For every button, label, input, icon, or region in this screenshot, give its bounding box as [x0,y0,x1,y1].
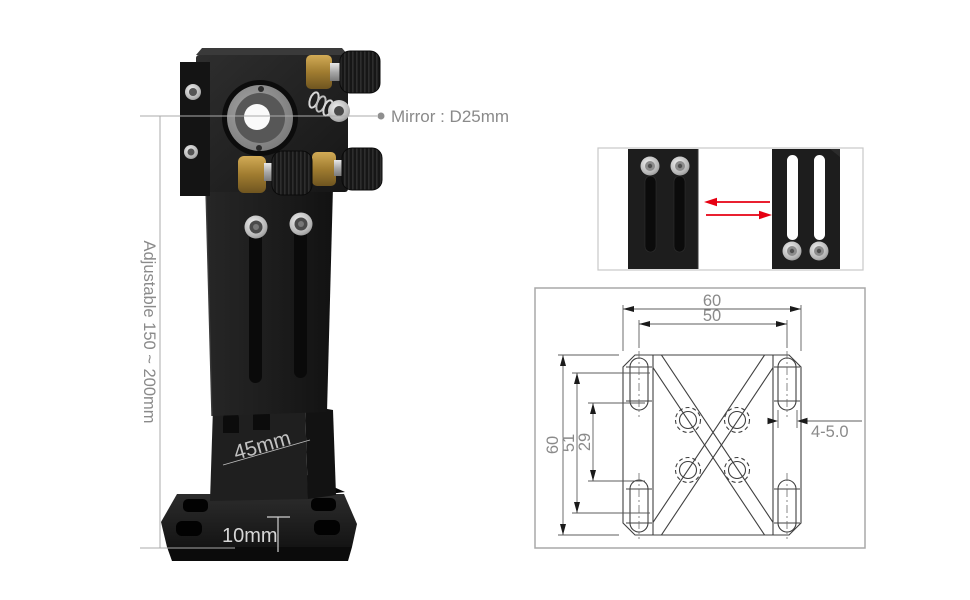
adjustable-label: Adjustable 150 ~ 200mm [140,241,158,424]
mount-column-inner [210,405,336,501]
slide-adjustment-diagram [597,147,864,271]
dim-height-mid: 51 [560,434,578,452]
mount-column-slotted [205,187,333,417]
bracket-screw-top [185,84,201,100]
leader-dot [377,112,385,120]
mirror-head [180,48,383,196]
plate-dimensions [558,305,862,536]
adjust-knob-top [306,50,381,94]
center-holes [674,406,751,484]
slide-left-arrow-icon [704,197,770,207]
bracket-screw-bottom [184,145,198,159]
slide-screw [670,156,690,176]
dim-width-outer: 60 [703,292,721,310]
column-screw-right [289,212,313,236]
dim-height-outer: 60 [544,436,562,454]
mirror-label: Mirror : D25mm [391,107,509,126]
adjust-knob-bottom [238,150,313,196]
slide-right-arrow-icon [706,210,772,220]
slide-screw [809,241,829,261]
plate-outline [622,351,802,539]
slide-plate-left [628,149,699,269]
slide-screw [640,156,660,176]
corner-slots [626,351,800,539]
dimension-annotations: Mirror : D25mm Adjustable 150 ~ 200mm [140,107,509,549]
dimension-arrowheads [560,306,808,535]
base-plate-drawing: 60 50 60 51 29 4-5.0 [534,287,866,549]
dim-height-inner: 29 [576,433,594,451]
adjust-knob-right [312,147,383,191]
product-photo: 45mm 10mm [161,48,383,561]
slide-screw [782,241,802,261]
base-thickness-label: 10mm [222,525,278,547]
slide-plate-right [772,149,840,269]
column-screw-left [244,215,268,239]
plate-dimension-labels: 60 50 60 51 29 4-5.0 [544,292,849,454]
dim-width-inner: 50 [703,307,721,325]
mirror [222,80,298,156]
dim-holes: 4-5.0 [811,423,849,441]
